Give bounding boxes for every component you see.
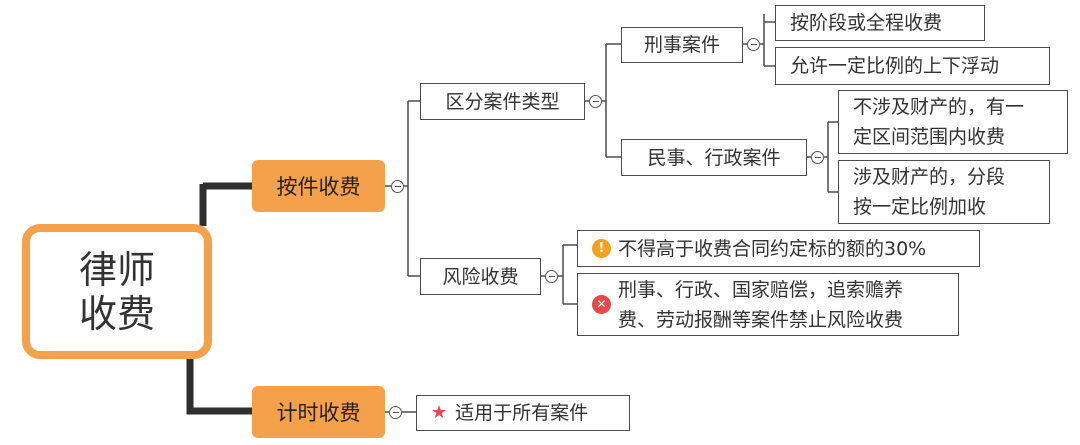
collapse-toggle-icon[interactable] (545, 270, 558, 283)
risk-ban-node[interactable]: ✕ 刑事、行政、国家赔偿，追索赡养 费、劳动报酬等案件禁止风险收费 (577, 273, 959, 336)
risk-cap-text: 不得高于收费合同约定标的额的30% (618, 237, 927, 260)
hourly-fee-node[interactable]: 计时收费 (252, 386, 385, 438)
civil-admin-case-node[interactable]: 民事、行政案件 (621, 139, 807, 176)
collapse-toggle-icon[interactable] (391, 180, 404, 193)
risk-fee-node[interactable]: 风险收费 (420, 258, 541, 295)
star-icon: ★ (431, 402, 448, 423)
collapse-toggle-icon[interactable] (389, 406, 402, 419)
warning-icon: ! (592, 239, 611, 258)
per-case-fee-node[interactable]: 按件收费 (252, 160, 385, 212)
case-type-node[interactable]: 区分案件类型 (420, 83, 585, 120)
risk-ban-text: 刑事、行政、国家赔偿，追索赡养 费、劳动报酬等案件禁止风险收费 (618, 278, 904, 331)
non-property-fee-node[interactable]: 不涉及财产的，有一 定区间范围内收费 (838, 90, 1068, 154)
root-node[interactable]: 律师 收费 (22, 224, 212, 359)
criminal-stage-fee-node[interactable]: 按阶段或全程收费 (775, 5, 985, 41)
non-property-fee-text: 不涉及财产的，有一 定区间范围内收费 (853, 96, 1025, 148)
hourly-scope-text: 适用于所有案件 (455, 402, 589, 424)
criminal-float-node[interactable]: 允许一定比例的上下浮动 (775, 47, 1050, 85)
criminal-case-node[interactable]: 刑事案件 (621, 27, 743, 63)
collapse-toggle-icon[interactable] (747, 38, 760, 51)
collapse-toggle-icon[interactable] (811, 151, 824, 164)
error-icon: ✕ (592, 295, 611, 314)
root-connectors (186, 182, 252, 415)
collapse-toggle-icon[interactable] (589, 95, 602, 108)
branch-connectors (385, 14, 838, 413)
property-fee-node[interactable]: 涉及财产的，分段 按一定比例加收 (838, 160, 1050, 224)
hourly-scope-node[interactable]: ★ 适用于所有案件 (416, 395, 630, 431)
risk-cap-node[interactable]: ! 不得高于收费合同约定标的额的30% (577, 230, 980, 267)
property-fee-text: 涉及财产的，分段 按一定比例加收 (853, 166, 1006, 218)
